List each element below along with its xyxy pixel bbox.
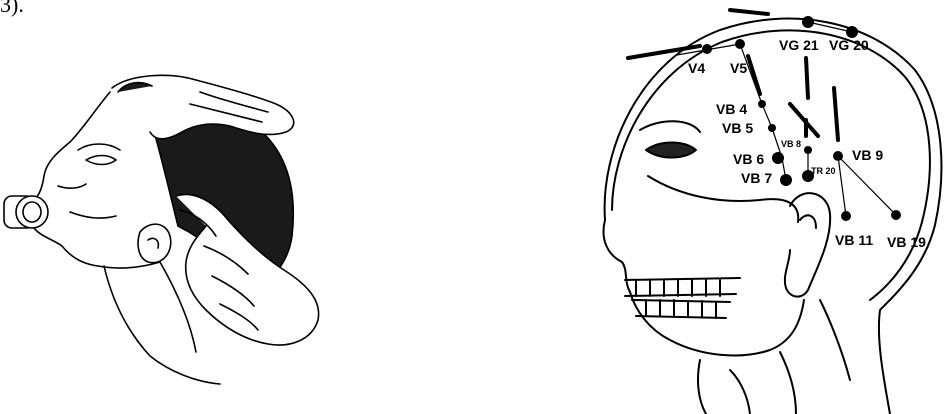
acupoint-label-vb-19: VB 19 [887,234,926,250]
acupoint-vb-11 [841,211,851,221]
acupoint-label-vb-4: VB 4 [716,101,747,117]
acupoint-label-v5: V5 [730,60,747,76]
acupoint-vb-6 [772,152,784,164]
acupoint-label-vb-5: VB 5 [722,120,753,136]
massage-illustration-icon [4,75,319,384]
acupoint-label-tr-20: TR 20 [811,166,836,176]
acupoint-vb-5 [768,124,776,132]
acupoint-vb-4 [758,100,766,108]
acupoint-label-vb-7: VB 7 [741,170,772,186]
acupoint-label-vb-8: VB 8 [781,139,801,149]
acupoint-v5 [735,39,745,49]
acupoint-label-vg-20: VG 20 [829,37,869,53]
acupoint-vb-19 [891,210,901,220]
acupoint-label-v4: V4 [688,60,705,76]
acupoint-vb-9 [833,151,843,161]
acupoint-label-vg-21: VG 21 [779,37,819,53]
acupoint-vb-7 [780,174,792,186]
head-profile-icon [604,19,942,414]
acupoint-vb-8 [804,146,812,154]
acupoint-label-vb-11: VB 11 [835,232,873,248]
acupoint-v4 [702,44,712,54]
acupoint-label-vb-6: VB 6 [733,151,764,167]
acupoint-vg-21 [802,16,814,28]
acupoint-label-vb-9: VB 9 [852,147,883,163]
